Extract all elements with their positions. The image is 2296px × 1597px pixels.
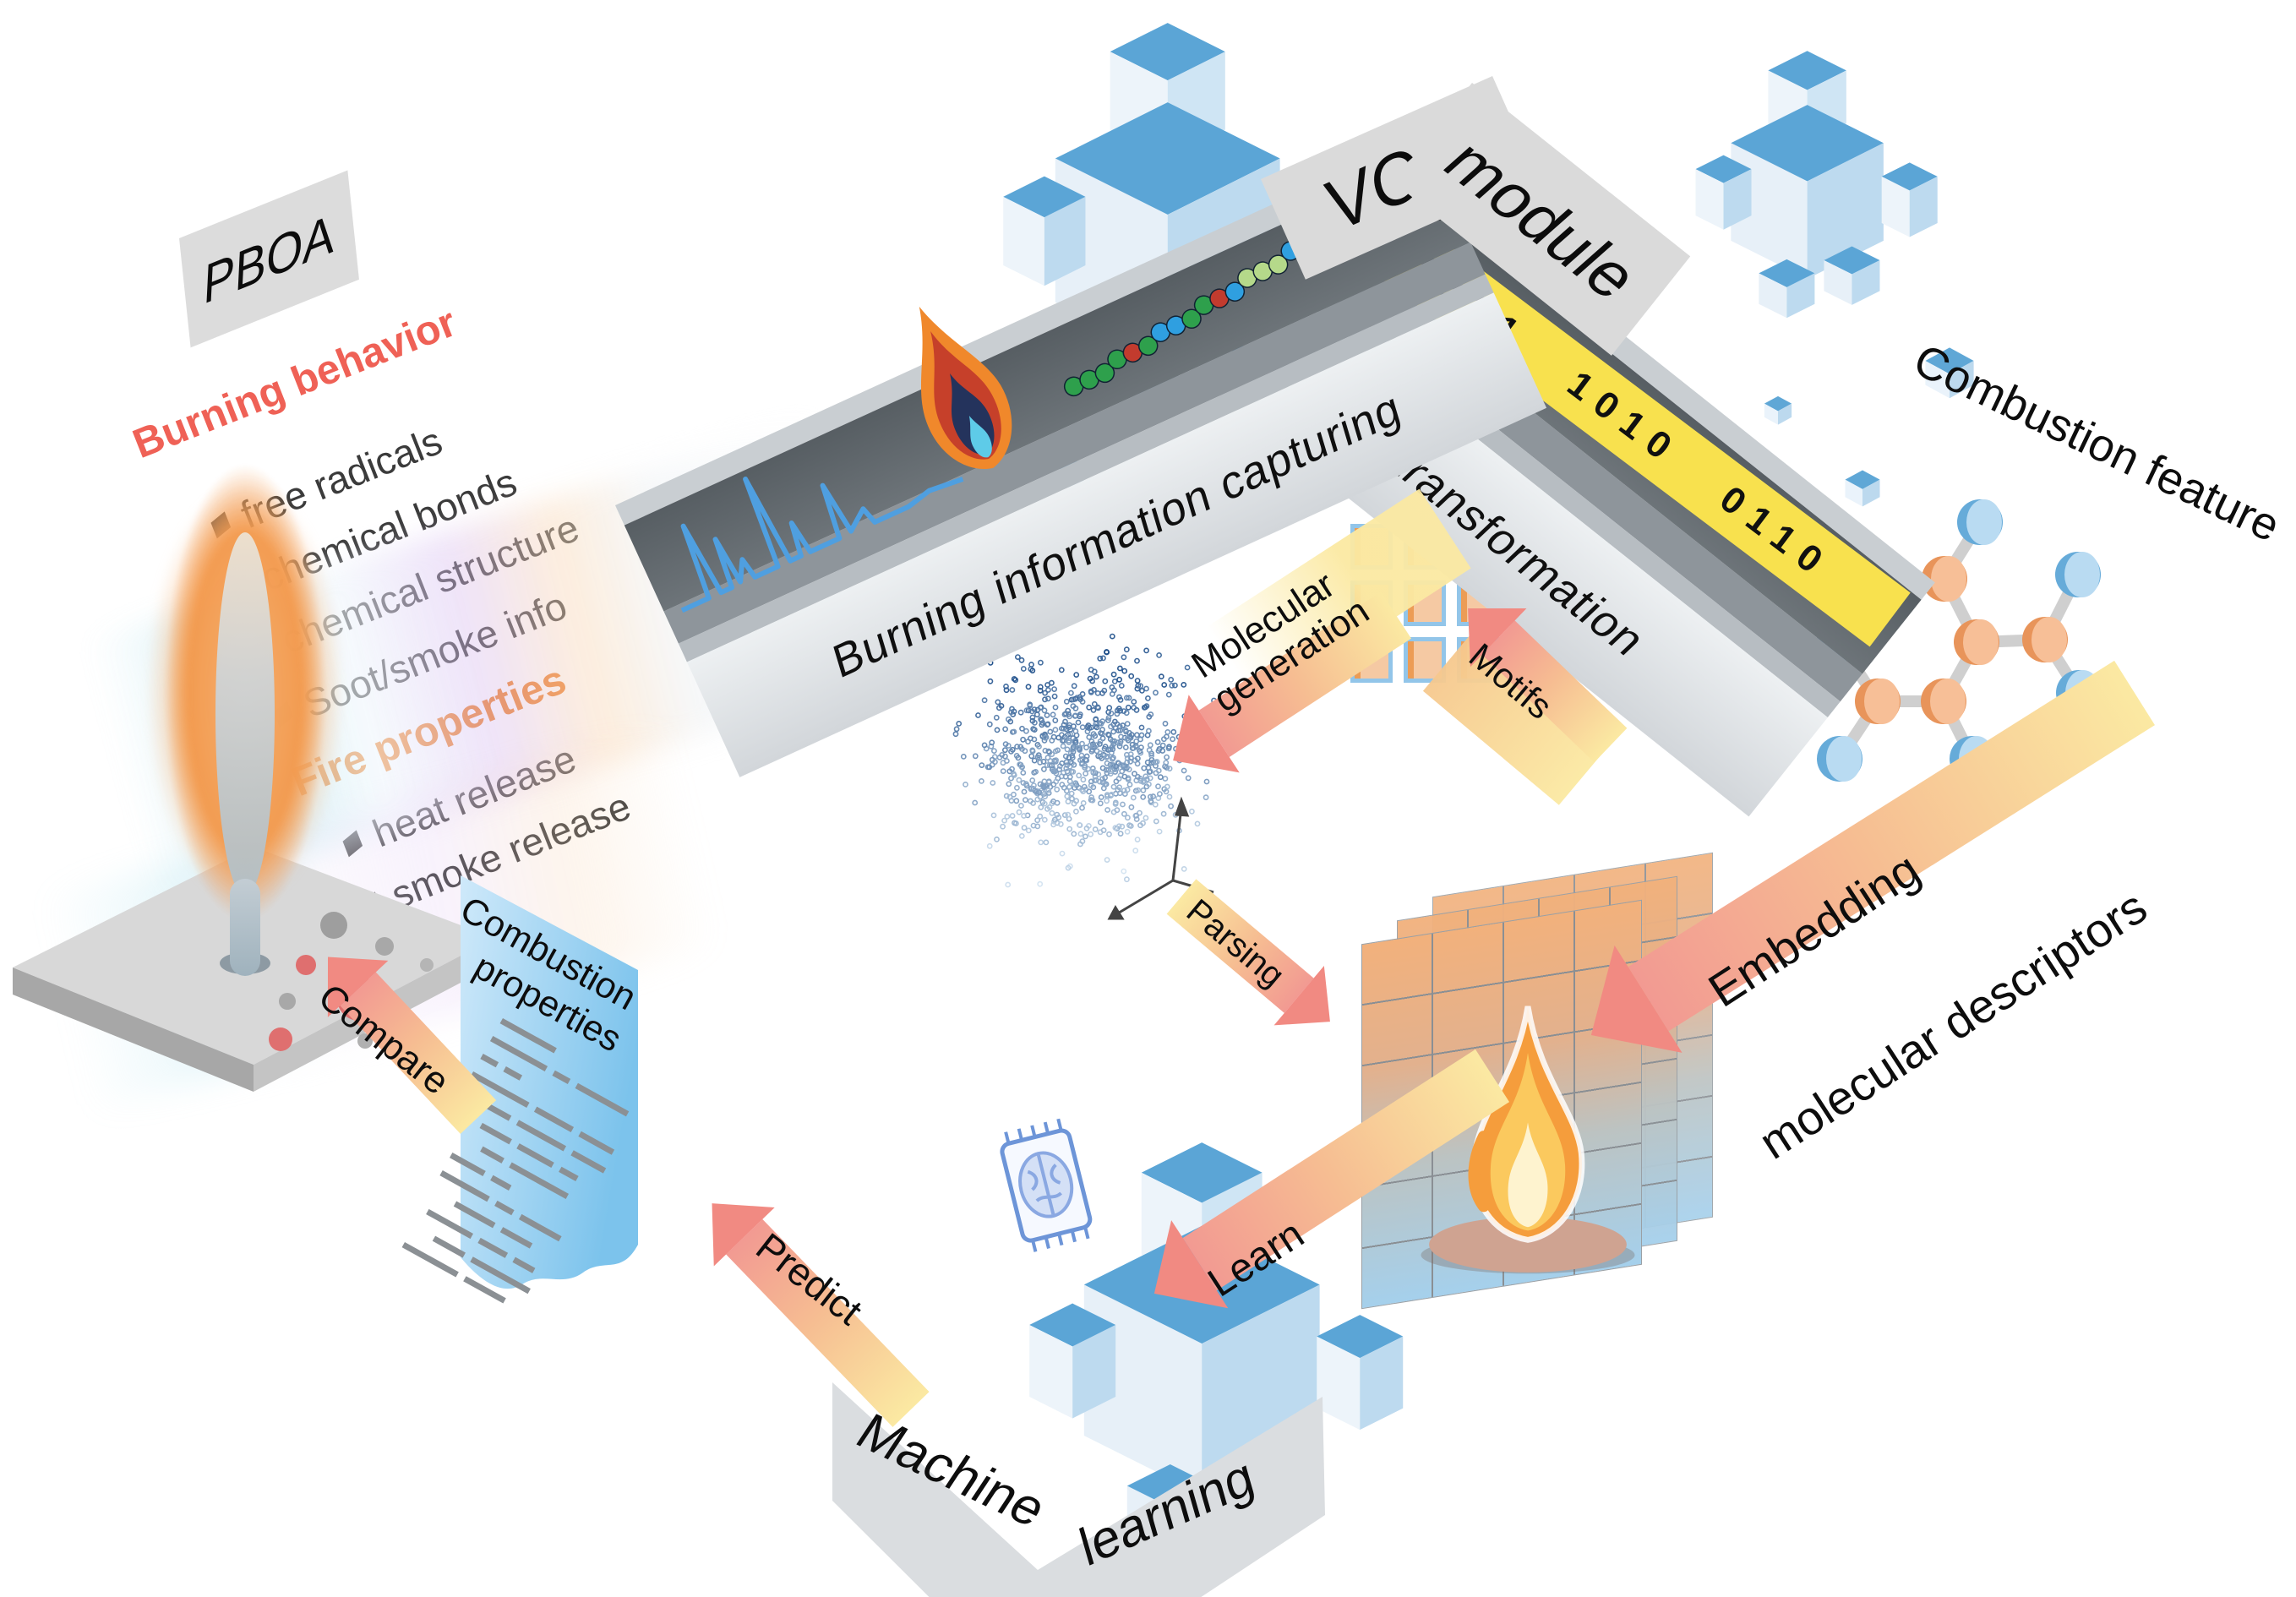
fire-icon	[1421, 1006, 1635, 1274]
pboa-banner: PBOA	[179, 170, 359, 348]
polymer-beads-icon	[1063, 241, 1301, 397]
pboa-title: PBOA	[202, 201, 336, 317]
latent-space-scatter-icon	[952, 633, 1217, 920]
cube-icon	[1764, 395, 1792, 425]
ml-banner	[832, 1382, 1325, 1597]
robot-icon	[1695, 51, 1938, 319]
flame-icon	[919, 306, 1012, 469]
brain-chip-icon	[1000, 1118, 1093, 1252]
spectrum-icon	[680, 477, 964, 613]
